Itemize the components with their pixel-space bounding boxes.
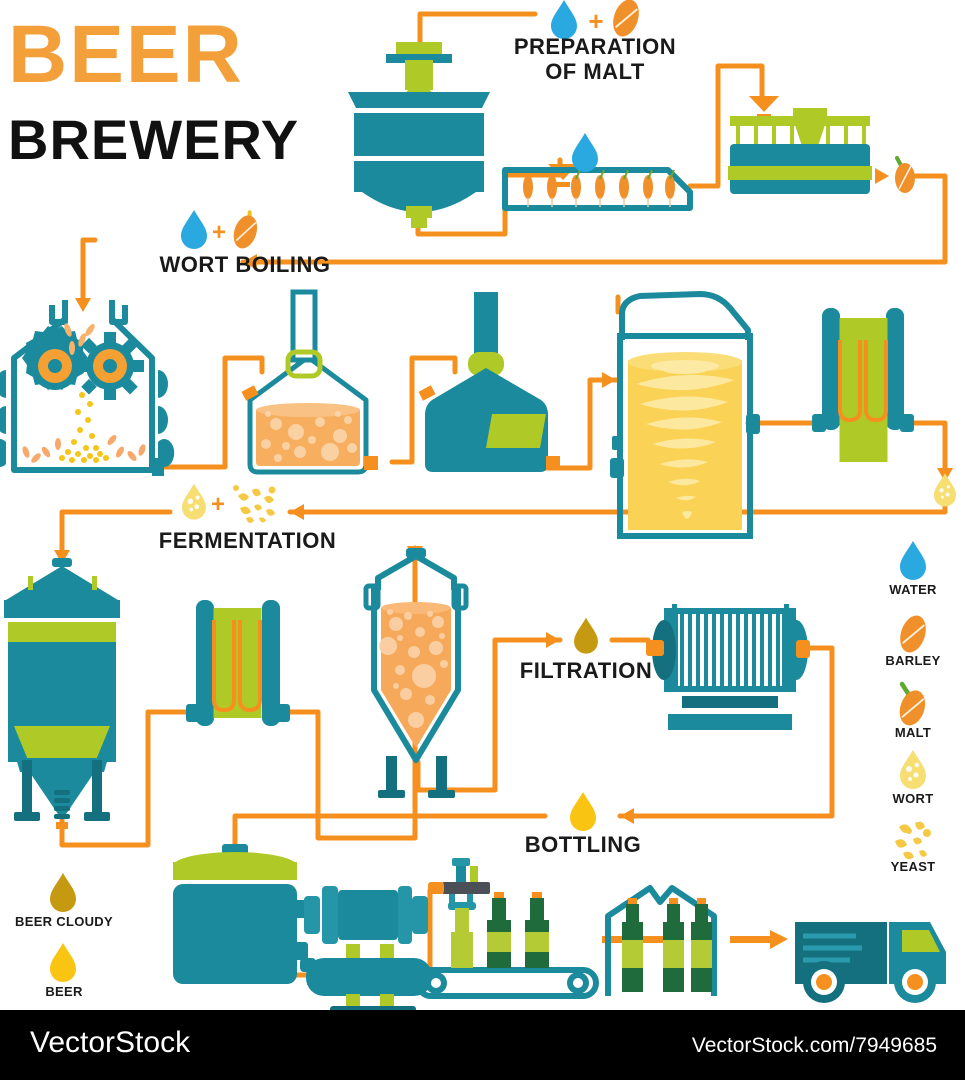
wort-drop-icon <box>900 750 926 789</box>
stage-label-bottling: BOTTLING <box>524 832 642 857</box>
stage-icons-fermentation: + <box>182 483 276 523</box>
beer-drop-icon <box>50 943 76 982</box>
falling-grain <box>64 323 95 355</box>
legend-right-icons <box>895 541 931 860</box>
stage-label-line2: OF MALT <box>545 59 645 84</box>
stage-label-preparation-of-malt: PREPARATION OF MALT <box>460 34 730 84</box>
grist-particles <box>59 392 109 463</box>
malt-sprout-icon <box>233 210 258 249</box>
legend-label-barley: BARLEY <box>885 653 941 668</box>
svg-text:+: + <box>212 219 226 246</box>
watermark-brand: VectorStock <box>30 1026 191 1059</box>
stage-label-filtration: FILTRATION <box>519 658 653 683</box>
beer-drop-icon <box>570 792 596 831</box>
bottle-filling <box>451 908 473 968</box>
legend-label-beer: BEER <box>45 984 83 999</box>
whirlpool-tank <box>610 291 760 539</box>
truck-arrow <box>730 930 788 949</box>
bottle <box>663 898 684 992</box>
stage-label-fermentation: FERMENTATION <box>158 528 337 553</box>
water-drop-icon <box>181 210 207 249</box>
malt-sprout-icon <box>899 681 926 726</box>
lauter-tun <box>418 292 560 472</box>
svg-text:+: + <box>588 6 603 36</box>
bottle <box>525 892 549 968</box>
barley-grain-icon <box>613 0 639 37</box>
beer-cloudy-drop-icon <box>574 617 598 654</box>
svg-text:+: + <box>211 491 225 518</box>
legend-label-yeast: YEAST <box>890 859 936 874</box>
filter-press <box>646 604 810 730</box>
bottle <box>691 898 712 992</box>
wort-drop-icon <box>182 483 206 520</box>
mash-tun <box>241 289 378 475</box>
whirlpool-swirls <box>636 360 734 519</box>
legend-label-wort: WORT <box>892 791 934 806</box>
legend-label-malt: MALT <box>894 725 932 740</box>
legend-label-water: WATER <box>889 582 937 597</box>
watermark-url: VectorStock.com/7949685 <box>691 1034 937 1057</box>
stage-icons-filtration <box>574 617 598 654</box>
gear-icon-right <box>76 332 144 400</box>
bottle <box>487 892 511 968</box>
bottle <box>622 898 643 992</box>
conveyor-belt <box>415 967 599 999</box>
gear-icon-left <box>22 326 88 390</box>
yeast-particles-icon <box>233 485 276 523</box>
maturation-tank <box>363 548 469 798</box>
germination-bed <box>502 133 693 211</box>
stage-icons-wort-boiling: + <box>181 210 258 249</box>
kilning-vessel <box>728 108 915 194</box>
fermentation-tank <box>2 558 122 829</box>
stage-icons-preparation-of-malt: + <box>551 0 639 39</box>
heat-exchanger <box>812 308 957 507</box>
stage-label-wort-boiling: WORT BOILING <box>159 252 331 277</box>
barley-grain-icon <box>900 615 926 653</box>
water-drop-icon <box>900 541 926 580</box>
stage-icons-bottling <box>570 792 596 831</box>
stage-label-line1: PREPARATION <box>513 34 677 59</box>
delivery-truck <box>795 922 946 1003</box>
pump-unit <box>300 886 432 1016</box>
yeast-particles-icon <box>895 821 931 860</box>
steeping-tank <box>348 42 490 228</box>
page-title-beer: BEER <box>8 9 244 100</box>
bright-beer-tank <box>171 844 308 984</box>
legend-label-beer-cloudy: BEER CLOUDY <box>15 914 113 929</box>
bottle-crate <box>605 885 788 996</box>
barley-row <box>523 175 675 199</box>
beer-cloudy-drop-icon <box>50 873 76 912</box>
page-title-brewery: BREWERY <box>8 108 300 171</box>
mill-grinder <box>0 300 175 476</box>
malt-sprout-icon <box>895 156 915 193</box>
heat-exchanger <box>186 600 290 726</box>
wort-drop-icon <box>933 473 957 507</box>
watermark-footer: VectorStock VectorStock.com/7949685 <box>0 1010 965 1080</box>
water-drop-icon <box>572 133 598 172</box>
